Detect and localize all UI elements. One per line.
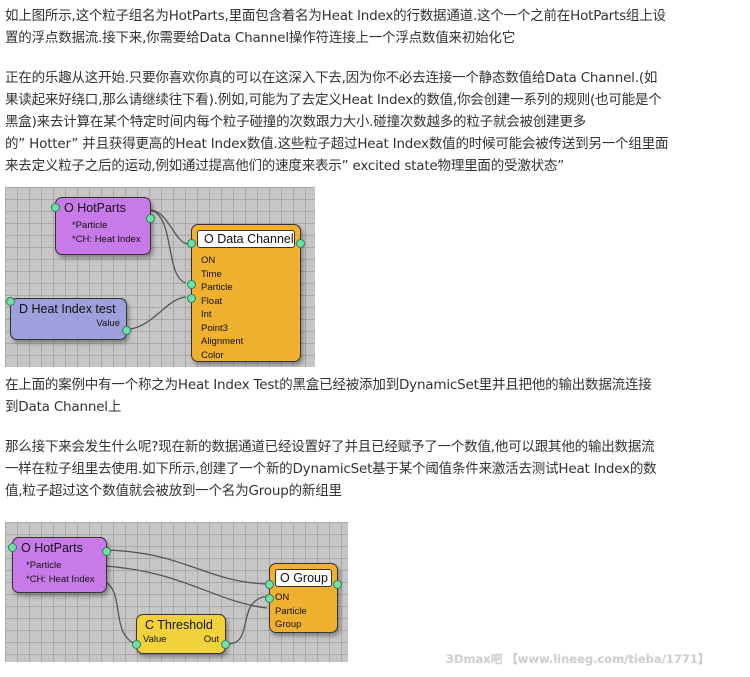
group-row-particle: Particle [275, 605, 307, 617]
wire-hotparts-to-particle [150, 209, 187, 284]
hotparts-row-heat-index: *CH: Heat Index [26, 573, 95, 585]
group-in-port[interactable] [265, 594, 274, 603]
hotparts-out-port[interactable] [102, 547, 111, 556]
data-channel-row-point3: Point3 [201, 322, 228, 334]
hotparts-node[interactable]: O HotParts *Particle *CH: Heat Index [8, 537, 111, 593]
heat-index-test-in-port[interactable] [6, 297, 15, 306]
wire-hotparts-to-group-particle [104, 565, 268, 609]
data-channel-row-particle: Particle [201, 282, 233, 293]
data-channel-in-port[interactable] [187, 294, 196, 303]
wire-layer [104, 549, 269, 645]
group-node-title: O Group [275, 569, 332, 587]
threshold-input-label: Value [143, 634, 167, 645]
heat-index-test-out-port[interactable] [122, 326, 131, 335]
wire-hotparts-to-group-in [104, 549, 268, 585]
hotparts-node-title: O HotParts [21, 541, 83, 555]
data-channel-in-port[interactable] [187, 280, 196, 289]
particle-flow-diagram-threshold: O HotParts *Particle *CH: Heat Index O G… [5, 522, 348, 662]
heat-index-test-node[interactable]: D Heat Index test Value [6, 297, 131, 340]
wire-layer [124, 209, 192, 331]
wire-hotparts-to-on [150, 209, 192, 245]
wire-value-to-float [124, 296, 187, 331]
threshold-node[interactable]: C Threshold Value Out [132, 614, 230, 654]
heat-index-test-title: D Heat Index test [19, 302, 116, 316]
text-line: 正在的乐趣从这开始.只要你喜欢你真的可以在这深入下去,因为你不必去连接一个静态数… [5, 70, 658, 86]
text-line: 来去定义粒子之后的运动,例如通过提高他们的速度来表示” excited stat… [5, 158, 565, 174]
data-channel-row-int: Int [201, 309, 212, 320]
group-row-group: Group [275, 619, 302, 630]
data-channel-in-port[interactable] [187, 239, 196, 248]
wire-threshold-to-group-on [228, 595, 269, 645]
data-channel-node[interactable]: O Data Channel ON Time Particle Float In… [187, 224, 305, 362]
hotparts-row-particle: *Particle [26, 560, 62, 571]
text-line: 如上图所示,这个粒子组名为HotParts,里面包含着名为Heat Index的… [5, 8, 666, 24]
intro-paragraph: 如上图所示,这个粒子组名为HotParts,里面包含着名为Heat Index的… [5, 5, 747, 49]
data-channel-node-title: O Data Channel [197, 230, 295, 248]
hotparts-out-port[interactable] [146, 214, 155, 223]
text-line: 在上面的案例中有一个称之为Heat Index Test的黑盒已经被添加到Dyn… [5, 377, 652, 393]
group-row-on: ON [275, 592, 290, 603]
heat-index-test-output-label: Value [96, 318, 120, 329]
threshold-node-title: C Threshold [145, 618, 213, 632]
hotparts-row-heat-index: *CH: Heat Index [72, 233, 141, 245]
explanation-paragraph: 正在的乐趣从这开始.只要你喜欢你真的可以在这深入下去,因为你不必去连接一个静态数… [5, 67, 747, 177]
threshold-in-port[interactable] [132, 640, 141, 649]
data-channel-out-port[interactable] [296, 239, 305, 248]
hotparts-node-title: O HotParts [64, 201, 126, 215]
text-line: 值,粒子超过这个数值就会被放到一个名为Group的新组里 [5, 483, 342, 499]
text-line: 置的浮点数据流.接下来,你需要给Data Channel操作符连接上一个浮点数值… [5, 30, 516, 46]
hotparts-out-port[interactable] [51, 203, 60, 212]
data-channel-row-color: Color [201, 349, 224, 361]
heat-index-test-paragraph: 在上面的案例中有一个称之为Heat Index Test的黑盒已经被添加到Dyn… [5, 374, 747, 418]
watermark: 3Dmax吧 【www.lineeg.com/tieba/1771】 [446, 652, 710, 666]
group-out-port[interactable] [333, 580, 342, 589]
wire-hotparts-to-threshold-value [104, 581, 136, 645]
text-line: 果读起来好绕口,那么请继续往下看).例如,可能为了去定义Heat Index的数… [5, 92, 662, 108]
hotparts-in-port[interactable] [8, 543, 17, 552]
group-node[interactable]: O Group ON Particle Group [265, 563, 342, 633]
data-channel-row-alignment: Alignment [201, 336, 244, 347]
text-line: 那么接下来会发生什么呢?现在新的数据通道已经设置好了并且已经赋予了一个数值,他可… [5, 439, 655, 455]
threshold-out-port[interactable] [221, 640, 230, 649]
dynamicset-paragraph: 那么接下来会发生什么呢?现在新的数据通道已经设置好了并且已经赋予了一个数值,他可… [5, 436, 747, 502]
text-line: 黑盒)来去计算在某个特定时间内每个粒子碰撞的次数跟力大小.碰撞次数越多的粒子就会… [5, 114, 587, 130]
particle-flow-diagram-data-channel: O HotParts *Particle *CH: Heat Index O D… [5, 187, 315, 367]
text-line: 一样在粒子组里去使用.如下所示,创建了一个新的DynamicSet基于某个阈值条… [5, 461, 657, 477]
group-in-port[interactable] [265, 580, 274, 589]
data-channel-row-time: Time [201, 268, 222, 280]
text-line: 的” Hotter” 并且获得更高的Heat Index数值.这些粒子超过Hea… [5, 136, 669, 152]
data-channel-row-float: Float [201, 295, 223, 307]
hotparts-row-particle: *Particle [72, 220, 108, 231]
text-line: 到Data Channel上 [5, 399, 122, 415]
threshold-output-label: Out [203, 634, 219, 645]
hotparts-node[interactable]: O HotParts *Particle *CH: Heat Index [51, 197, 155, 255]
data-channel-row-on: ON [201, 255, 216, 266]
